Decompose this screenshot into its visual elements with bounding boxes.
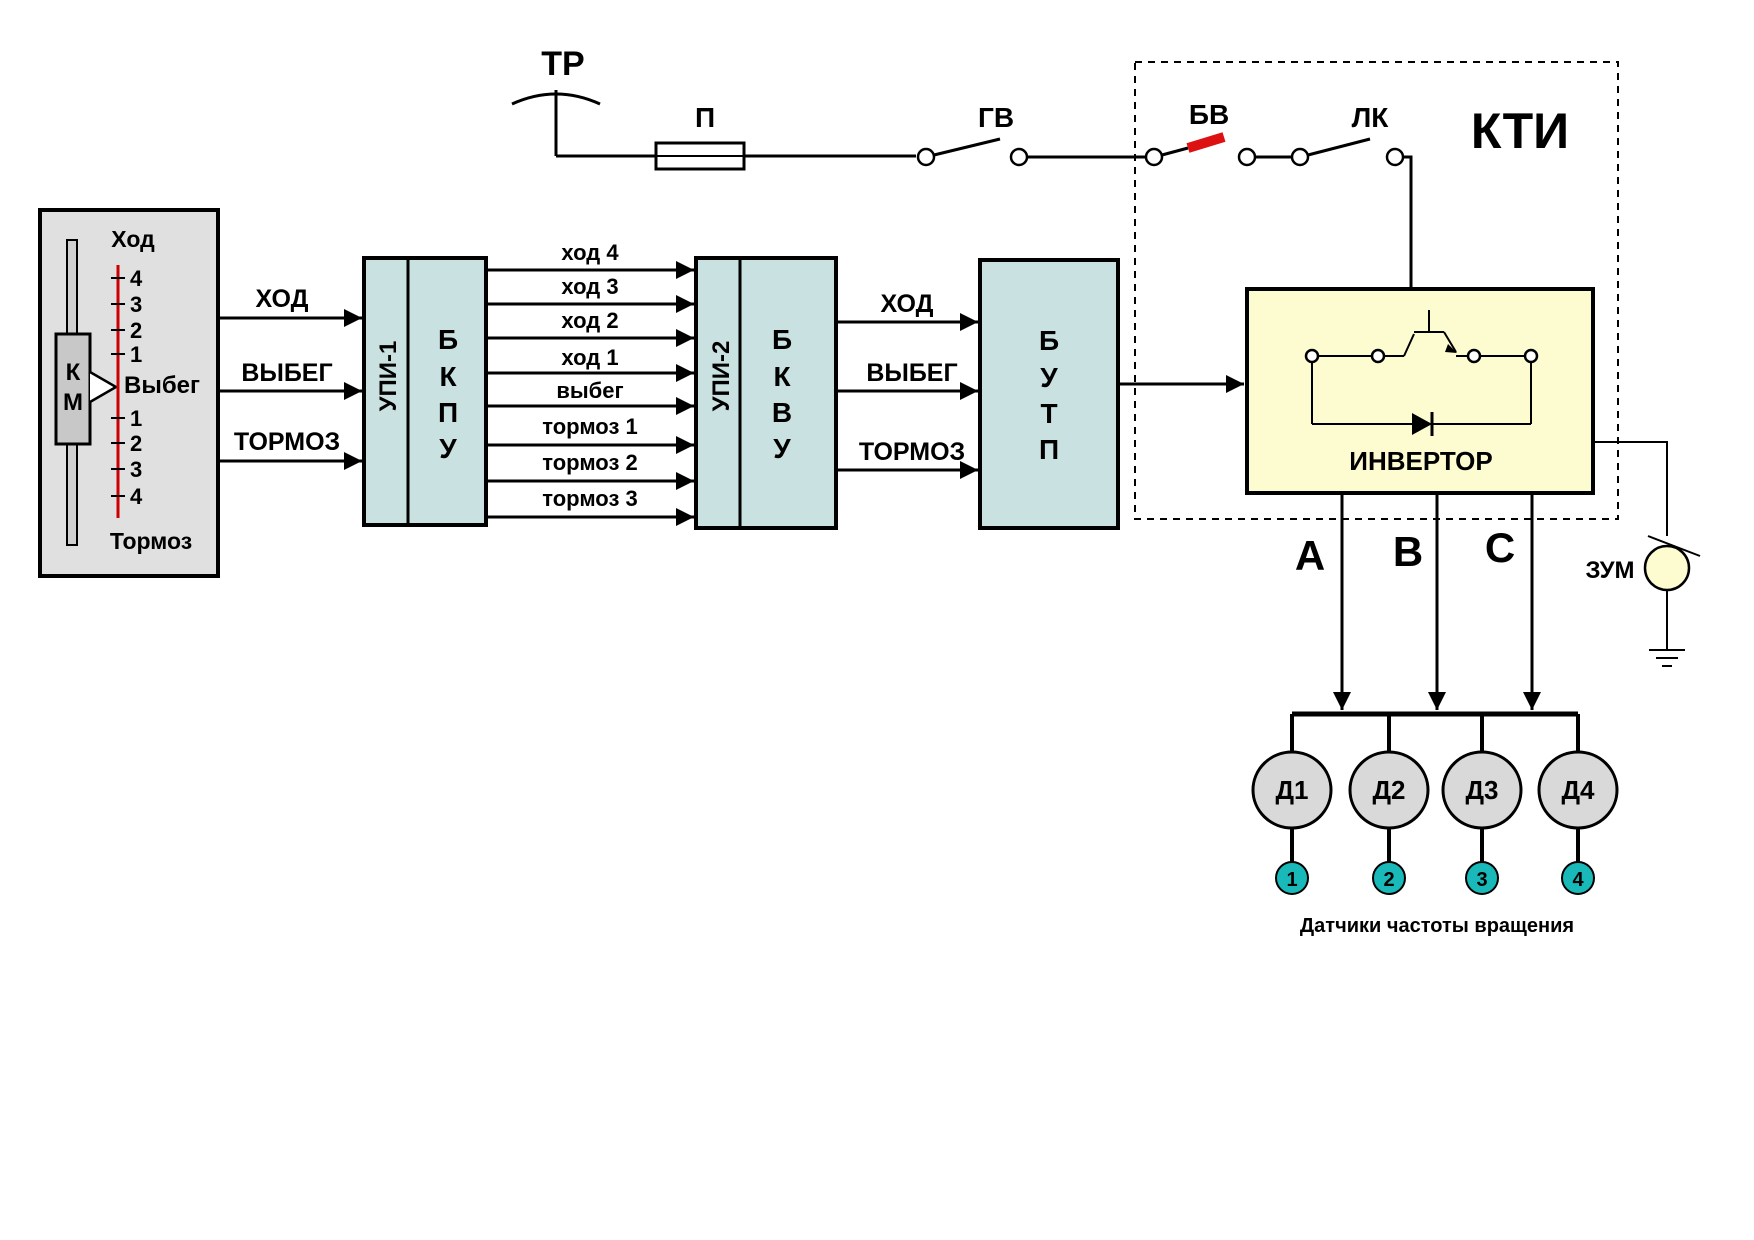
zum-icon	[1643, 544, 1691, 592]
upi2-label: УПИ-2	[708, 341, 735, 412]
km-outputs: ХОД ВЫБЕГ ТОРМОЗ	[218, 285, 362, 470]
sensor-3	[1465, 861, 1499, 895]
bkvu-letter-2: К	[773, 361, 791, 392]
block-butp: Б У Т П	[978, 258, 1120, 530]
kti-label: КТИ	[1471, 103, 1569, 159]
phase-b-label: B	[1393, 528, 1423, 575]
controller-mid-label: Выбег	[124, 372, 200, 399]
tick-drive-3: 3	[130, 292, 142, 317]
sensor-2-label: 2	[1383, 869, 1394, 891]
motor-1-label: Д1	[1276, 775, 1309, 805]
inverter: ИНВЕРТОР	[1245, 287, 1595, 495]
butp-letter-2: У	[1040, 362, 1058, 393]
tick-drive-1: 1	[130, 342, 142, 367]
block-upi2-bkvu: УПИ-2 Б К В У	[694, 256, 838, 530]
master-controller: К М Ход Тормоз Выбег 4 3 2 1 1 2 3 4	[38, 208, 220, 578]
bkvu-output-coast: ВЫБЕГ	[866, 359, 957, 387]
bus-line-brake-2: тормоз 2	[542, 450, 638, 475]
bus-line-drive-2: ход 2	[561, 308, 618, 333]
main-switch-icon	[933, 137, 1001, 157]
supply-line: ТР П ГВ БВ ЛК	[511, 45, 1413, 287]
upi1-label: УПИ-1	[375, 341, 402, 412]
sensor-1	[1275, 861, 1309, 895]
bkvu-output-brake: ТОРМОЗ	[859, 438, 965, 466]
phase-lines: A B C	[1295, 493, 1541, 710]
bus-line-coast: выбег	[556, 378, 623, 403]
bus-line-drive-4: ход 4	[561, 240, 619, 265]
handle-letter-k: К	[66, 359, 81, 386]
zum-label: ЗУМ	[1585, 557, 1634, 584]
line-contactor-label: ЛК	[1352, 102, 1390, 133]
bkpu-letter-4: У	[439, 433, 457, 464]
tick-drive-4: 4	[130, 266, 143, 291]
sensor-4-label: 4	[1572, 869, 1584, 891]
bkpu-letter-3: П	[438, 397, 458, 428]
km-output-brake: ТОРМОЗ	[234, 428, 340, 456]
main-switch-label: ГВ	[978, 102, 1014, 133]
bkvu-letter-3: В	[772, 397, 792, 428]
sensor-2	[1372, 861, 1406, 895]
bus-line-drive-1: ход 1	[561, 345, 618, 370]
motor-3-label: Д3	[1466, 775, 1499, 805]
bus-line-drive-3: ход 3	[561, 274, 618, 299]
sensor-3-label: 3	[1476, 869, 1487, 891]
bkpu-letter-2: К	[439, 361, 457, 392]
km-output-drive: ХОД	[256, 285, 309, 313]
block-upi1-bkpu: УПИ-1 Б К П У	[362, 256, 488, 527]
bkvu-letter-4: У	[773, 433, 791, 464]
butp-letter-1: Б	[1039, 325, 1059, 356]
controller-top-label: Ход	[111, 226, 155, 252]
pointer-icon	[89, 370, 119, 404]
handle-letter-m: М	[63, 389, 83, 416]
bkvu-output-drive: ХОД	[881, 290, 934, 318]
diode-icon	[1412, 413, 1432, 435]
motor-4-label: Д4	[1562, 775, 1596, 805]
tick-brake-1: 1	[130, 406, 142, 431]
bus-line-brake-3: тормоз 3	[542, 486, 638, 511]
controller-bottom-label: Тормоз	[110, 528, 192, 554]
butp-letter-3: Т	[1040, 398, 1057, 429]
motors: Д1 1 Д2 2 Д3 3 Д4 4	[1251, 714, 1619, 895]
sensors-caption: Датчики частоты вращения	[1300, 915, 1574, 937]
km-output-coast: ВЫБЕГ	[241, 359, 332, 387]
tick-brake-3: 3	[130, 457, 142, 482]
phase-a-label: A	[1295, 532, 1325, 579]
butp-letter-4: П	[1039, 434, 1059, 465]
bkvu-letter-1: Б	[772, 324, 792, 355]
fast-breaker-icon	[1186, 132, 1226, 153]
sensor-1-label: 1	[1286, 869, 1297, 891]
fuse-label: П	[695, 102, 715, 133]
sensor-4	[1561, 861, 1595, 895]
tick-drive-2: 2	[130, 318, 142, 343]
bus-line-brake-1: тормоз 1	[542, 414, 638, 439]
bkpu-letter-1: Б	[438, 324, 458, 355]
line-contactor-icon	[1307, 137, 1371, 157]
inverter-label: ИНВЕРТОР	[1349, 446, 1492, 476]
bkvu-outputs: ХОД ВЫБЕГ ТОРМОЗ	[836, 290, 978, 479]
phase-c-label: C	[1485, 524, 1515, 571]
kti-region	[1134, 61, 1619, 520]
zum-group: ЗУМ	[1585, 441, 1701, 667]
fast-breaker-label: БВ	[1189, 99, 1229, 130]
tick-brake-4: 4	[130, 484, 143, 509]
motor-2-label: Д2	[1373, 775, 1406, 805]
bus-lines: ход 4 ход 3 ход 2 ход 1 выбег тормоз 1 т…	[486, 240, 694, 526]
tick-brake-2: 2	[130, 431, 142, 456]
pantograph-label: ТР	[541, 45, 584, 83]
